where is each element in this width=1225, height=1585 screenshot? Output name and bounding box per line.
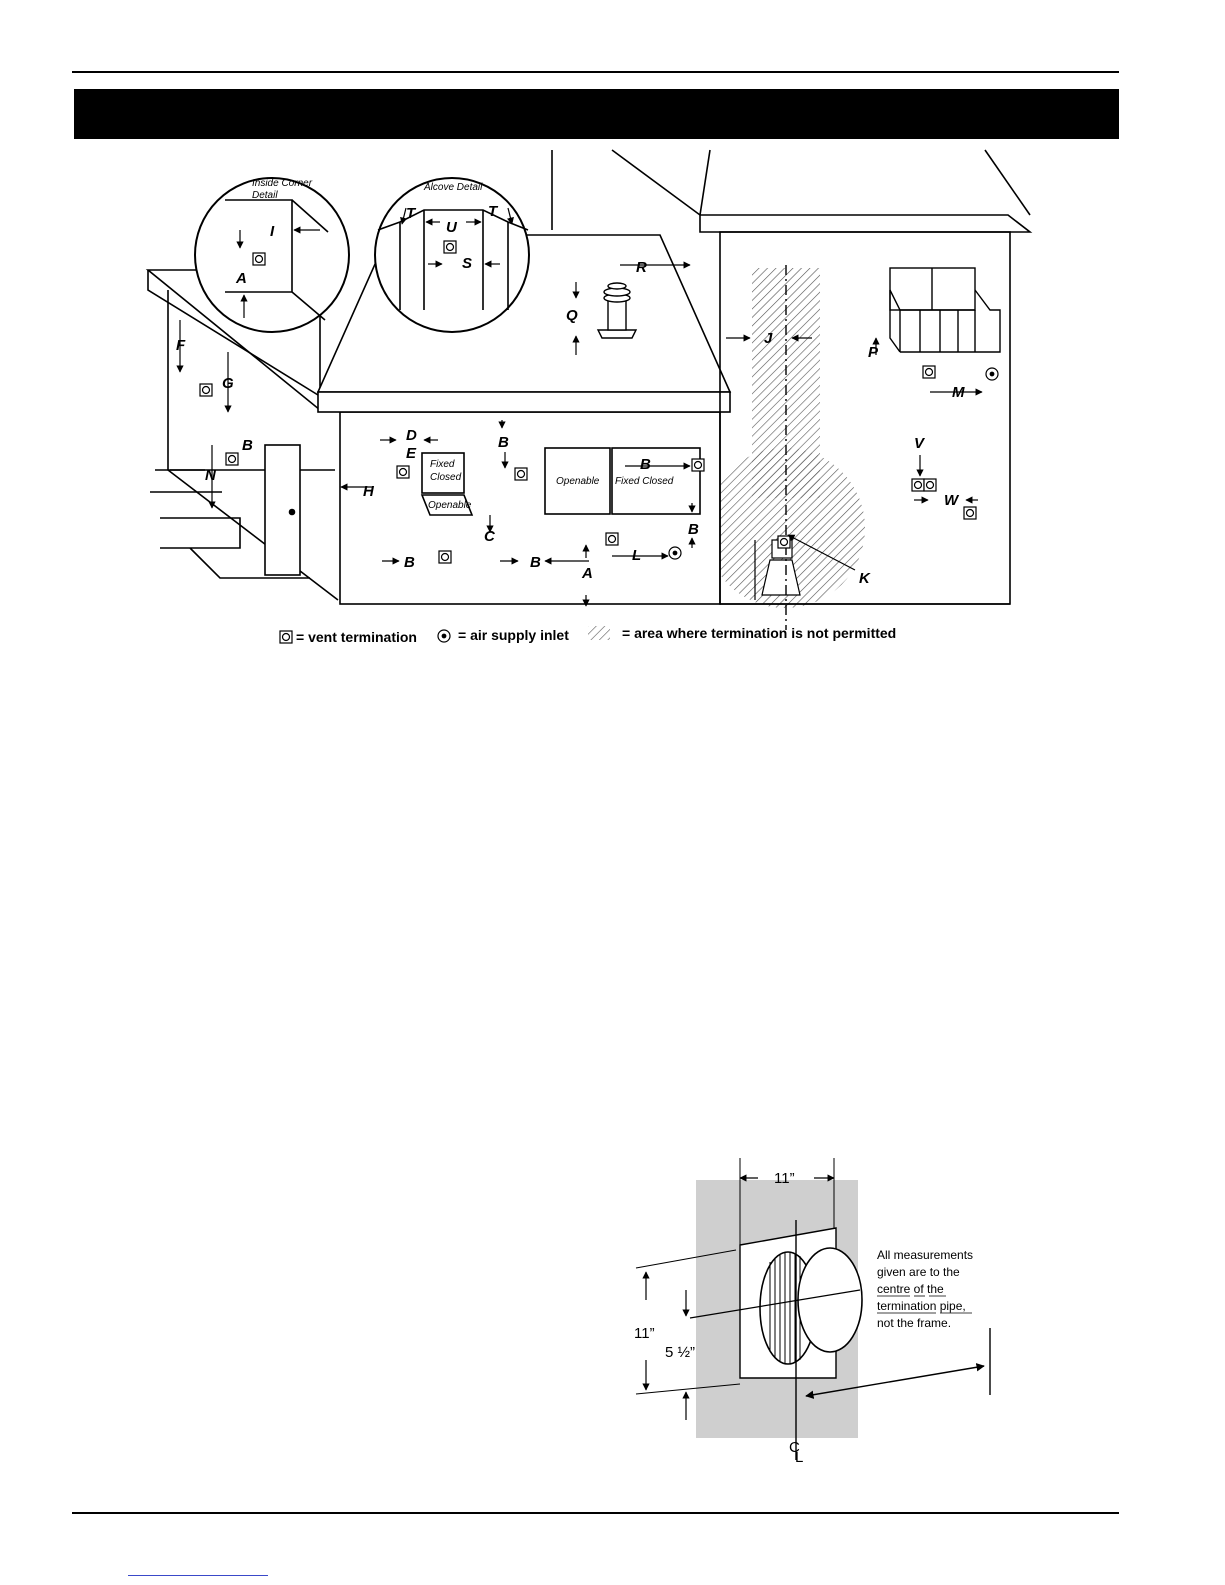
half-dimension: 5 ½”: [665, 1344, 695, 1361]
vent-termination-icon: [443, 240, 457, 254]
label-c: C: [484, 528, 496, 545]
alcove-detail: [374, 177, 530, 333]
air-inlet-icon: [668, 546, 682, 560]
cap-face: [797, 1247, 863, 1353]
vent-termination-icon: [252, 252, 266, 266]
inside-corner-detail: [194, 177, 350, 333]
label-s: S: [462, 255, 472, 272]
vent-termination-icon: [199, 383, 213, 397]
label-a-grade: A: [581, 565, 593, 582]
measurement-note: All measurements given are to the centre…: [877, 1248, 973, 1330]
label-b-door: B: [242, 437, 253, 454]
label-h: H: [363, 483, 375, 500]
centerline-l: L: [795, 1449, 803, 1466]
label-p: P: [868, 344, 879, 361]
legend-air-icon: [437, 629, 451, 643]
width-dimension: 11”: [774, 1170, 795, 1187]
roof-vent-stack: [596, 282, 638, 339]
dimension-arrows: [176, 207, 983, 607]
window-label-openable: Openable: [556, 476, 600, 487]
inside-corner-title: Inside Corner: [252, 178, 313, 189]
label-b-right: B: [688, 521, 699, 538]
label-b-fixed: B: [640, 456, 651, 473]
top-rule: [72, 71, 1119, 73]
label-d: D: [406, 427, 417, 444]
label-e: E: [406, 445, 417, 462]
legend-vent-icon: [279, 630, 293, 644]
air-supply-inlet-icons: [668, 367, 999, 560]
label-u: U: [446, 219, 458, 236]
gas-meter: [754, 539, 801, 600]
vent-termination-icon: [438, 550, 452, 564]
svg-text:not the frame.: not the frame.: [877, 1316, 951, 1330]
label-f: F: [176, 337, 186, 354]
label-i: I: [270, 223, 275, 240]
centerline-c: C: [789, 1439, 800, 1456]
window-label-closed: Closed: [430, 472, 462, 483]
label-q: Q: [566, 307, 578, 324]
vent-termination-icon: [963, 506, 977, 520]
window-label-fixed-closed: Fixed Closed: [615, 476, 674, 487]
alcove-title: Alcove Detail: [423, 182, 483, 193]
label-j: J: [764, 330, 773, 347]
label-r: R: [636, 259, 647, 276]
label-b-eave: B: [498, 434, 509, 451]
label-g: G: [222, 375, 234, 392]
label-b-lower: B: [404, 554, 415, 571]
legend-hatch-swatch: [588, 626, 610, 640]
legend-air-text: = air supply inlet: [458, 627, 569, 643]
vent-termination-icon: [225, 452, 239, 466]
bottom-rule: [72, 1512, 1119, 1514]
dimension-labels: I A T T U S R Q J K P M V W F G B N H D …: [176, 203, 965, 587]
air-inlet-icon: [985, 367, 999, 381]
window-label-openable-small: Openable: [428, 500, 472, 511]
label-k: K: [859, 570, 871, 587]
label-t-left: T: [406, 205, 417, 222]
window-label-fixed: Fixed: [430, 459, 455, 470]
vent-termination-icon: [396, 465, 410, 479]
legend-vent-text: = vent termination: [296, 629, 417, 645]
label-n: N: [205, 467, 217, 484]
svg-text:given are to the: given are to the: [877, 1265, 960, 1279]
label-l: L: [632, 547, 641, 564]
windows: [420, 447, 701, 516]
inside-corner-title-2: Detail: [252, 190, 278, 201]
vent-termination-icon: [911, 478, 925, 492]
svg-text:termination pipe,: termination pipe,: [877, 1299, 966, 1313]
label-m: M: [952, 384, 965, 401]
section-header-bar: [74, 89, 1119, 139]
label-v: V: [914, 435, 926, 452]
termination-cap-diagram: 11” 11” 5 ½” C L All measurements given …: [634, 1158, 991, 1466]
vent-termination-icon: [691, 458, 705, 472]
label-t-right: T: [488, 203, 499, 220]
horizontal-centerline: [689, 1289, 861, 1319]
svg-text:All measurements: All measurements: [877, 1248, 973, 1262]
legend: = vent termination = air supply inlet = …: [279, 625, 896, 645]
label-a-detail: A: [235, 270, 247, 287]
vent-termination-icon: [923, 478, 937, 492]
vent-termination-icons: [199, 240, 977, 564]
veranda: [889, 267, 1001, 353]
height-dimension: 11”: [634, 1325, 655, 1342]
vent-termination-icon: [922, 365, 936, 379]
vent-termination-icon: [777, 535, 791, 549]
legend-area-text: = area where termination is not permitte…: [622, 625, 896, 641]
vent-termination-icon: [605, 532, 619, 546]
label-b-window: B: [530, 554, 541, 571]
svg-text:centre of the: centre of the: [877, 1282, 944, 1296]
label-w: W: [944, 492, 960, 509]
vent-termination-icon: [514, 467, 528, 481]
footer-link-underline[interactable]: [128, 1575, 268, 1576]
